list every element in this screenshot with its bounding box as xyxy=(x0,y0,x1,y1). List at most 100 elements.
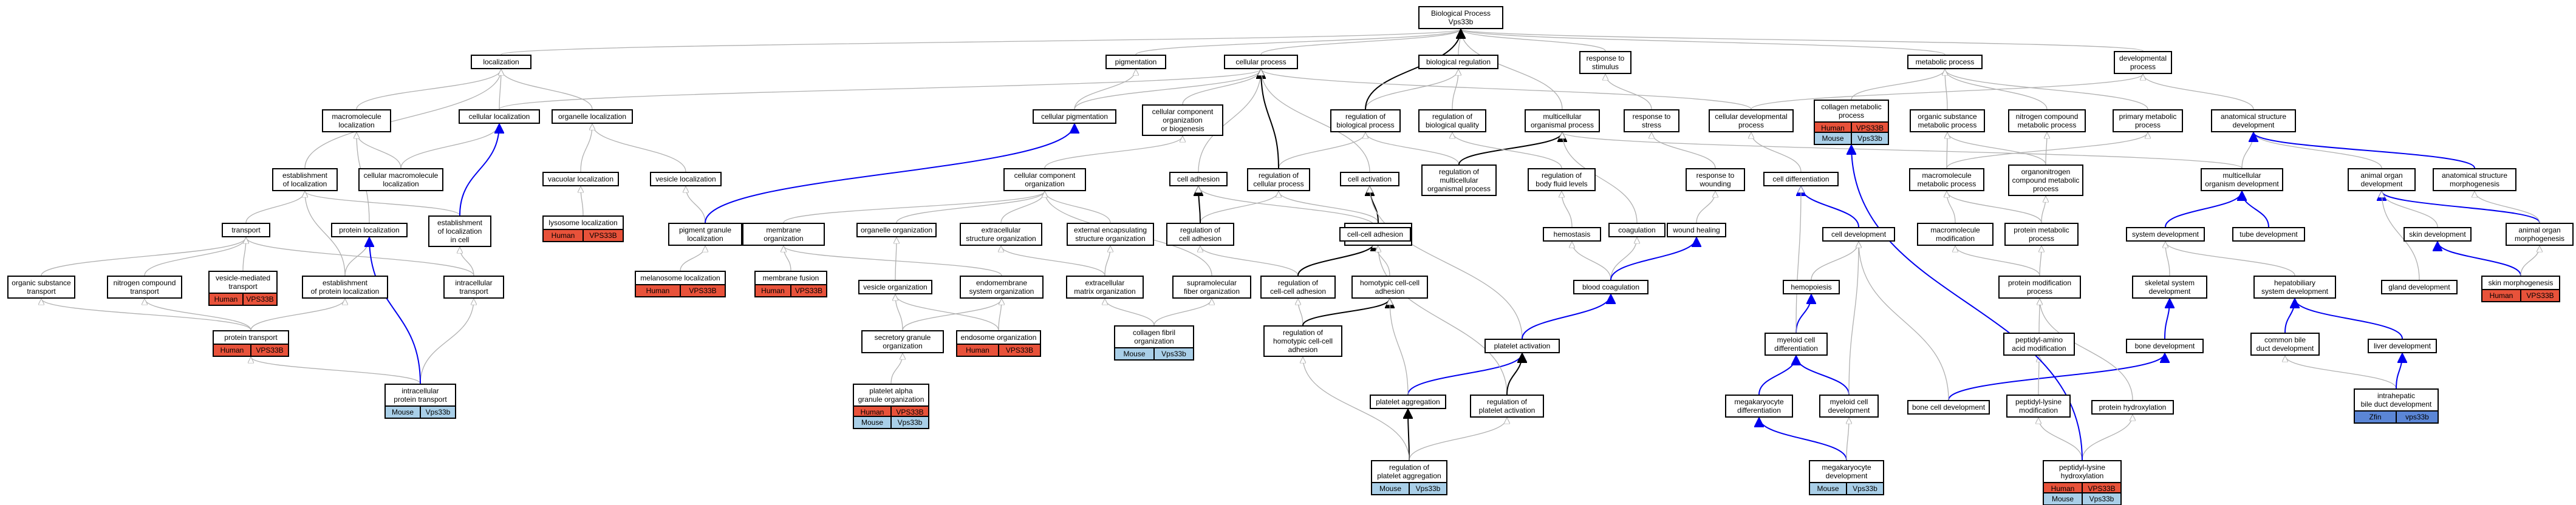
go-term-node[interactable]: system development xyxy=(2126,227,2205,242)
go-term-node[interactable]: macromolecule modification xyxy=(1917,223,1993,246)
go-term-node[interactable]: myeloid cell development xyxy=(1819,395,1879,418)
go-term-node[interactable]: regulation of platelet activation xyxy=(1470,395,1544,418)
go-term-node[interactable]: cellular component organization xyxy=(1003,168,1086,191)
go-term-node[interactable]: intracellular transport xyxy=(443,276,504,299)
go-term-node[interactable]: peptidyl-lysine modification xyxy=(2006,395,2071,418)
go-term-node[interactable]: platelet aggregation xyxy=(1370,395,1446,409)
go-term-node[interactable]: common bile duct development xyxy=(2250,333,2320,356)
go-term-node[interactable]: Biological Process Vps33b xyxy=(1418,6,1503,29)
go-term-node[interactable]: regulation of cell adhesion xyxy=(1166,223,1234,246)
go-term-node[interactable]: macromolecule localization xyxy=(322,109,391,132)
go-term-node[interactable]: extracellular structure organization xyxy=(960,223,1042,246)
go-term-node[interactable]: protein metabolic process xyxy=(2004,223,2079,246)
go-term-node[interactable]: homotypic cell-cell adhesion xyxy=(1351,276,1428,299)
go-term-node[interactable]: hemopoiesis xyxy=(1783,280,1840,294)
go-term-node[interactable]: animal organ morphogenesis xyxy=(2506,223,2574,246)
go-term-node[interactable]: cellular component organization or bioge… xyxy=(1142,104,1223,136)
go-term-node[interactable]: establishment of localization xyxy=(272,168,338,191)
go-term-node[interactable]: hemostasis xyxy=(1543,227,1601,242)
go-term-node[interactable]: establishment of protein localization xyxy=(302,276,388,299)
go-term-node[interactable]: skin development xyxy=(2403,227,2472,242)
go-term-node[interactable]: cell activation xyxy=(1340,172,1399,186)
go-term-node[interactable]: organonitrogen compound metabolic proces… xyxy=(2008,164,2083,196)
go-term-node[interactable]: hepatobiliary system development xyxy=(2253,276,2336,299)
go-term-node[interactable]: animal organ development xyxy=(2348,168,2416,191)
go-term-node[interactable]: bone cell development xyxy=(1907,400,1990,415)
go-term-node[interactable]: cellular developmental process xyxy=(1709,109,1794,132)
go-term-node[interactable]: skeletal system development xyxy=(2132,276,2207,299)
go-term-node[interactable]: cellular pigmentation xyxy=(1033,109,1116,124)
go-term-node[interactable]: metabolic process xyxy=(1907,55,1983,69)
go-term-node[interactable]: membrane organization xyxy=(742,223,825,246)
go-term-node[interactable]: regulation of biological quality xyxy=(1418,109,1486,132)
go-term-node[interactable]: endomembrane system organization xyxy=(960,276,1044,299)
go-term-node[interactable]: coagulation xyxy=(1608,223,1666,237)
go-term-node[interactable]: vesicle localization xyxy=(650,172,722,186)
go-term-node[interactable]: cellular process xyxy=(1224,55,1298,69)
go-term-node[interactable]: response to stress xyxy=(1624,109,1679,132)
go-term-node[interactable]: primary metabolic process xyxy=(2113,109,2183,132)
go-term-node[interactable]: multicellular organism development xyxy=(2201,168,2283,191)
go-term-node[interactable]: response to wounding xyxy=(1686,168,1745,191)
go-term-node[interactable]: cellular macromolecule localization xyxy=(358,168,443,191)
go-term-node[interactable]: organic substance transport xyxy=(7,276,75,299)
go-term-node[interactable]: biological regulation xyxy=(1418,55,1498,69)
go-term-node[interactable]: gland development xyxy=(2381,280,2458,294)
go-term-node[interactable]: anatomical structure development xyxy=(2211,109,2296,132)
go-term-node[interactable]: platelet activation xyxy=(1484,339,1560,353)
go-term-node[interactable]: protein localization xyxy=(331,223,408,237)
go-term-node[interactable]: myeloid cell differentiation xyxy=(1765,333,1828,356)
go-term-node[interactable]: extracellular matrix organization xyxy=(1066,276,1144,299)
go-term-node[interactable]: cell development xyxy=(1822,227,1895,242)
go-term-node[interactable]: anatomical structure morphogenesis xyxy=(2433,168,2516,191)
go-term-node[interactable]: vesicle organization xyxy=(858,280,932,294)
go-term-node[interactable]: pigmentation xyxy=(1105,55,1166,69)
go-term-node[interactable]: blood coagulation xyxy=(1573,280,1648,294)
go-term-node[interactable]: organelle localization xyxy=(552,109,633,124)
go-term-node[interactable]: developmental process xyxy=(2114,51,2172,74)
go-term-node[interactable]: wound healing xyxy=(1667,223,1726,237)
go-term-node[interactable]: establishment of localization in cell xyxy=(428,215,491,247)
go-term-node[interactable]: tube development xyxy=(2232,227,2305,242)
go-term-node[interactable]: macromolecule metabolic process xyxy=(1909,168,1984,191)
go-term-node[interactable]: secretory granule organization xyxy=(861,330,944,353)
go-term-node[interactable]: regulation of homotypic cell-cell adhesi… xyxy=(1263,325,1342,357)
go-term-node[interactable]: regulation of cell-cell adhesion xyxy=(1260,276,1336,299)
go-term-node[interactable]: cell adhesion xyxy=(1169,172,1228,186)
go-term-node[interactable]: nitrogen compound metabolic process xyxy=(2008,109,2086,132)
go-term-node[interactable]: megakaryocyte differentiation xyxy=(1725,395,1793,418)
go-term-node[interactable]: external encapsulating structure organiz… xyxy=(1067,223,1154,246)
go-term-node[interactable]: regulation of multicellular organismal p… xyxy=(1421,164,1497,196)
go-term-node[interactable]: cell-cell adhesion xyxy=(1339,227,1411,242)
go-term-node[interactable]: transport xyxy=(222,223,270,237)
go-term-node[interactable]: cellular localization xyxy=(459,109,540,124)
go-term-node[interactable]: supramolecular fiber organization xyxy=(1172,276,1251,299)
go-term-node[interactable]: cell differentiation xyxy=(1763,172,1839,186)
go-term-node[interactable]: multicellular organismal process xyxy=(1525,109,1600,132)
go-term-node[interactable]: protein modification process xyxy=(1998,276,2081,299)
go-term-node[interactable]: organelle organization xyxy=(856,223,937,237)
go-term-node[interactable]: protein hydroxylation xyxy=(2091,400,2174,415)
go-term-node[interactable]: response to stimulus xyxy=(1579,51,1631,74)
go-term-node[interactable]: liver development xyxy=(2368,339,2437,353)
go-term-node[interactable]: regulation of cellular process xyxy=(1247,168,1310,191)
go-term-node[interactable]: localization xyxy=(471,55,531,69)
go-term-node[interactable]: regulation of biological process xyxy=(1330,109,1401,132)
go-term-node[interactable]: regulation of body fluid levels xyxy=(1528,168,1596,191)
go-term-node[interactable]: peptidyl-amino acid modification xyxy=(2003,333,2075,356)
go-term-node[interactable]: vacuolar localization xyxy=(542,172,619,186)
go-term-node[interactable]: bone development xyxy=(2126,339,2204,353)
